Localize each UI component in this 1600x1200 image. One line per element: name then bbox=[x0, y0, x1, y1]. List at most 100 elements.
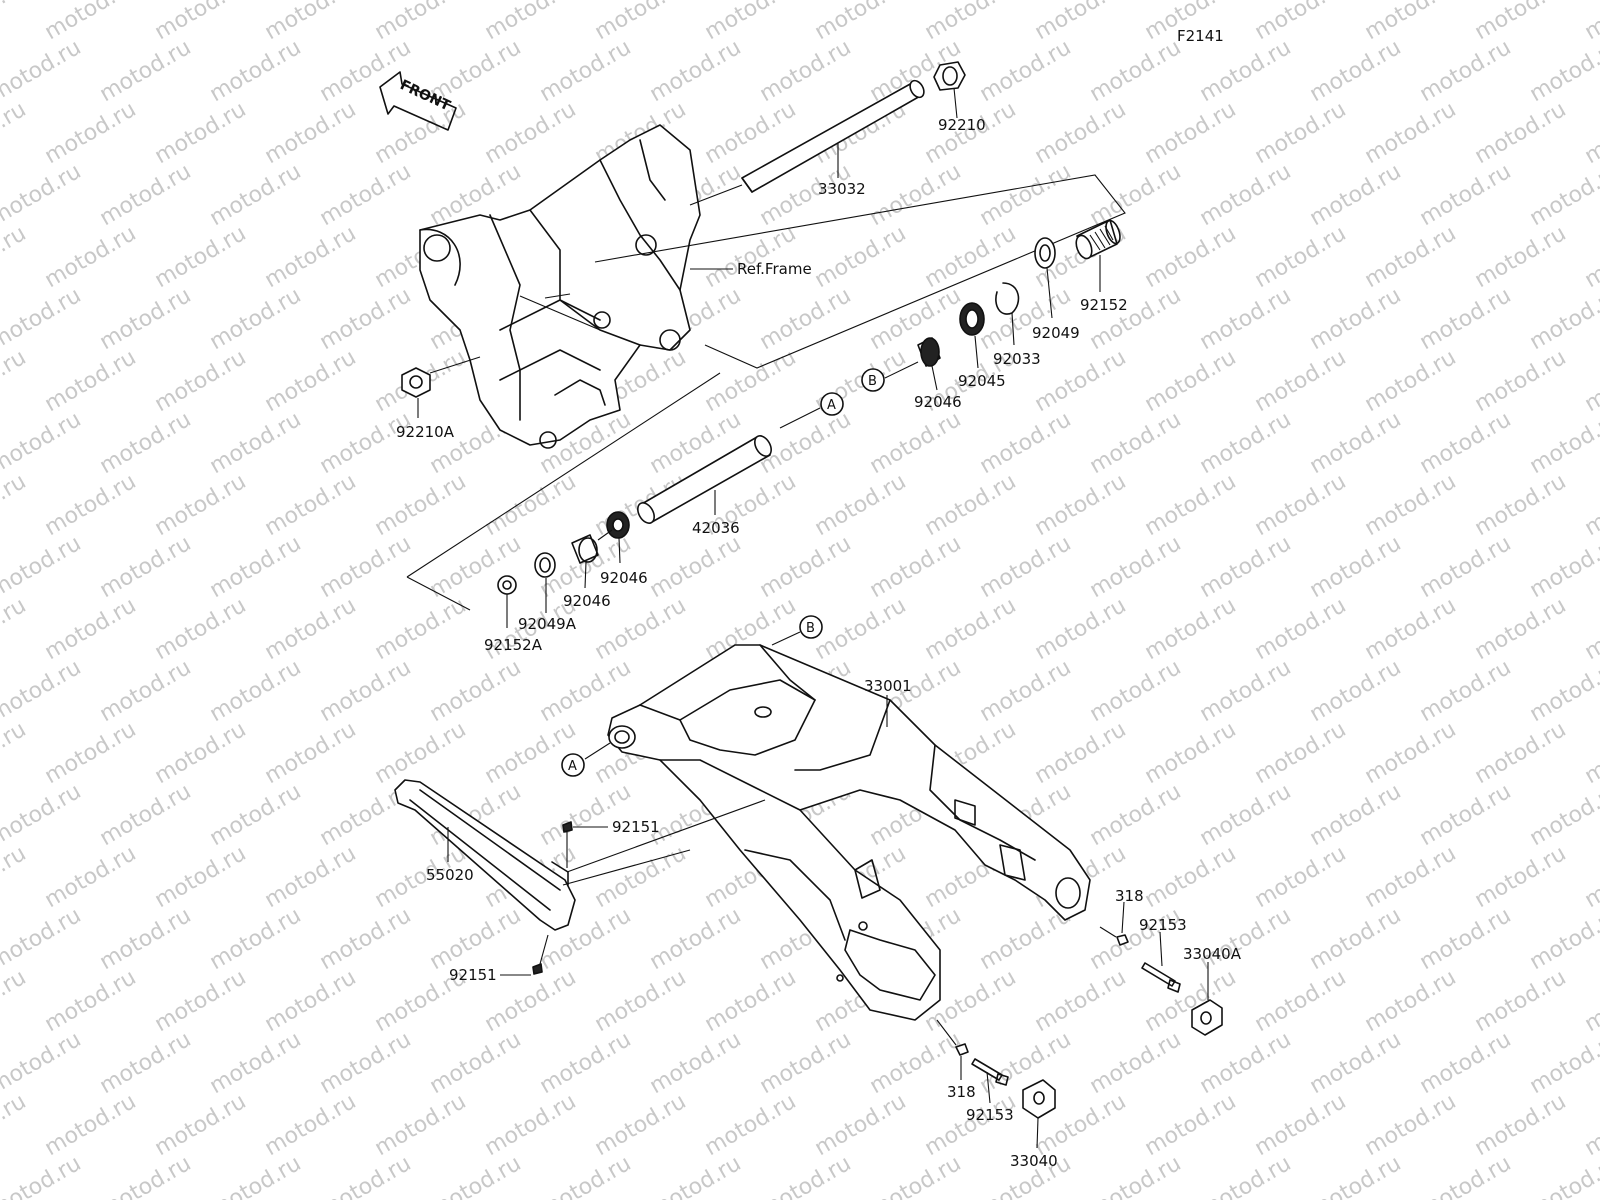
label-92046-right: 92046 bbox=[914, 393, 962, 411]
watermark-text: motod.ru bbox=[1251, 593, 1351, 665]
watermark-text: motod.ru bbox=[536, 35, 636, 107]
label-33040A: 33040A bbox=[1183, 945, 1242, 963]
nut-92210 bbox=[933, 61, 966, 91]
watermark-text: motod.ru bbox=[976, 531, 1076, 603]
watermark-text: motod.ru bbox=[1086, 1027, 1186, 1099]
watermark-text: motod.ru bbox=[866, 1151, 966, 1200]
watermark-text: motod.ru bbox=[1306, 655, 1406, 727]
watermark-text: motod.ru bbox=[921, 593, 1021, 665]
watermark-text: motod.ru bbox=[1141, 1089, 1241, 1161]
bearing-92046-b bbox=[571, 534, 599, 564]
watermark-text: motod.ru bbox=[151, 717, 251, 789]
watermark-text: motod.ru bbox=[41, 841, 141, 913]
watermark-text: motod.ru bbox=[1086, 1151, 1186, 1200]
svg-text:B: B bbox=[868, 374, 877, 389]
watermark-text: motod.ru bbox=[0, 593, 30, 665]
watermark-text: motod.ru bbox=[41, 0, 141, 45]
watermark-text: motod.ru bbox=[1306, 779, 1406, 851]
watermark-text: motod.ru bbox=[41, 1089, 141, 1161]
frame-reference bbox=[419, 124, 701, 449]
watermark-text: motod.ru bbox=[921, 0, 1021, 45]
watermark-text: motod.ru bbox=[1141, 469, 1241, 541]
watermark-text: motod.ru bbox=[151, 469, 251, 541]
label-92045: 92045 bbox=[958, 372, 1006, 390]
watermark-text: motod.ru bbox=[0, 407, 85, 479]
watermark-text: motod.ru bbox=[0, 469, 30, 541]
part-labels: 92210 33032 Ref.Frame 92152 92049 92033 … bbox=[396, 87, 1242, 1170]
watermark-text: motod.ru bbox=[591, 965, 691, 1037]
nut-318-right bbox=[1099, 926, 1129, 946]
watermark-text: motod.ru bbox=[316, 531, 416, 603]
watermark-text: motod.ru bbox=[811, 0, 911, 45]
figure-id: F2141 bbox=[1177, 27, 1224, 45]
watermark-text: motod.ru bbox=[0, 655, 85, 727]
watermark-text: motod.ru bbox=[0, 779, 85, 851]
watermark-text: motod.ru bbox=[1471, 593, 1571, 665]
watermark-text: motod.ru bbox=[646, 903, 746, 975]
watermark-text: motod.ru bbox=[1471, 0, 1571, 45]
watermark-text: motod.ru bbox=[41, 469, 141, 541]
watermark-text: motod.ru bbox=[371, 0, 471, 45]
watermark-text: motod.ru bbox=[206, 1027, 306, 1099]
watermark-text: motod.ru bbox=[866, 407, 966, 479]
watermark-text: motod.ru bbox=[1306, 903, 1406, 975]
watermark-text: motod.ru bbox=[1031, 593, 1131, 665]
watermark-text: motod.ru bbox=[1306, 407, 1406, 479]
watermark-text: motod.ru bbox=[1251, 0, 1351, 45]
watermark-text: motod.ru bbox=[1031, 965, 1131, 1037]
watermark-text: motod.ru bbox=[1251, 469, 1351, 541]
watermark-text: motod.ru bbox=[1306, 1027, 1406, 1099]
watermark-text: motod.ru bbox=[1251, 221, 1351, 293]
watermark-text: motod.ru bbox=[426, 1027, 526, 1099]
watermark-text: motod.ru bbox=[1251, 1089, 1351, 1161]
watermark-text: motod.ru bbox=[151, 1089, 251, 1161]
watermark-text: motod.ru bbox=[1196, 1151, 1296, 1200]
watermark-text: motod.ru bbox=[1306, 159, 1406, 231]
watermark-text: motod.ru bbox=[866, 159, 966, 231]
watermark-text: motod.ru bbox=[316, 283, 416, 355]
ref-marker-a-upper: A bbox=[779, 392, 844, 429]
watermark-text: motod.ru bbox=[1581, 717, 1600, 789]
nut-92210A bbox=[401, 367, 431, 398]
watermark-text: motod.ru bbox=[1581, 965, 1600, 1037]
watermark-text: motod.ru bbox=[206, 655, 306, 727]
watermark-text: motod.ru bbox=[1196, 655, 1296, 727]
watermark-text: motod.ru bbox=[316, 1027, 416, 1099]
watermark-text: motod.ru bbox=[1361, 469, 1461, 541]
watermark-text: motod.ru bbox=[976, 283, 1076, 355]
label-92046-a: 92046 bbox=[600, 569, 648, 587]
watermark-text: motod.ru bbox=[756, 531, 856, 603]
watermark-text: motod.ru bbox=[1031, 0, 1131, 45]
watermark-text: motod.ru bbox=[1251, 717, 1351, 789]
bolt-92151-top bbox=[562, 821, 573, 868]
watermark-text: motod.ru bbox=[1196, 283, 1296, 355]
watermark-text: motod.ru bbox=[1416, 531, 1516, 603]
watermark-text: motod.ru bbox=[1526, 903, 1600, 975]
watermark-text: motod.ru bbox=[756, 1027, 856, 1099]
watermark-text: motod.ru bbox=[151, 0, 251, 45]
watermark-text: motod.ru bbox=[1416, 407, 1516, 479]
bolt-92151-bottom bbox=[532, 934, 549, 975]
watermark-text: motod.ru bbox=[1251, 97, 1351, 169]
watermark-text: motod.ru bbox=[1251, 965, 1351, 1037]
watermark-text: motod.ru bbox=[371, 717, 471, 789]
pivot-sleeve-42036 bbox=[637, 435, 772, 524]
watermark-text: motod.ru bbox=[536, 1151, 636, 1200]
watermark-text: motod.ru bbox=[1526, 283, 1600, 355]
watermark-text: motod.ru bbox=[1416, 1151, 1516, 1200]
watermark-text: motod.ru bbox=[0, 97, 30, 169]
watermark-text: motod.ru bbox=[1141, 593, 1241, 665]
pivot-shaft-33032 bbox=[741, 79, 925, 193]
watermark-text: motod.ru bbox=[151, 221, 251, 293]
watermark-text: motod.ru bbox=[41, 717, 141, 789]
watermark-text: motod.ru bbox=[0, 841, 30, 913]
watermark-text: motod.ru bbox=[151, 965, 251, 1037]
watermark-text: motod.ru bbox=[96, 779, 196, 851]
watermark-text: motod.ru bbox=[1031, 97, 1131, 169]
watermark-text: motod.ru bbox=[316, 159, 416, 231]
watermark-text: motod.ru bbox=[96, 283, 196, 355]
watermark-text: motod.ru bbox=[481, 97, 581, 169]
watermark-text: motod.ru bbox=[1416, 903, 1516, 975]
watermark-text: motod.ru bbox=[976, 159, 1076, 231]
